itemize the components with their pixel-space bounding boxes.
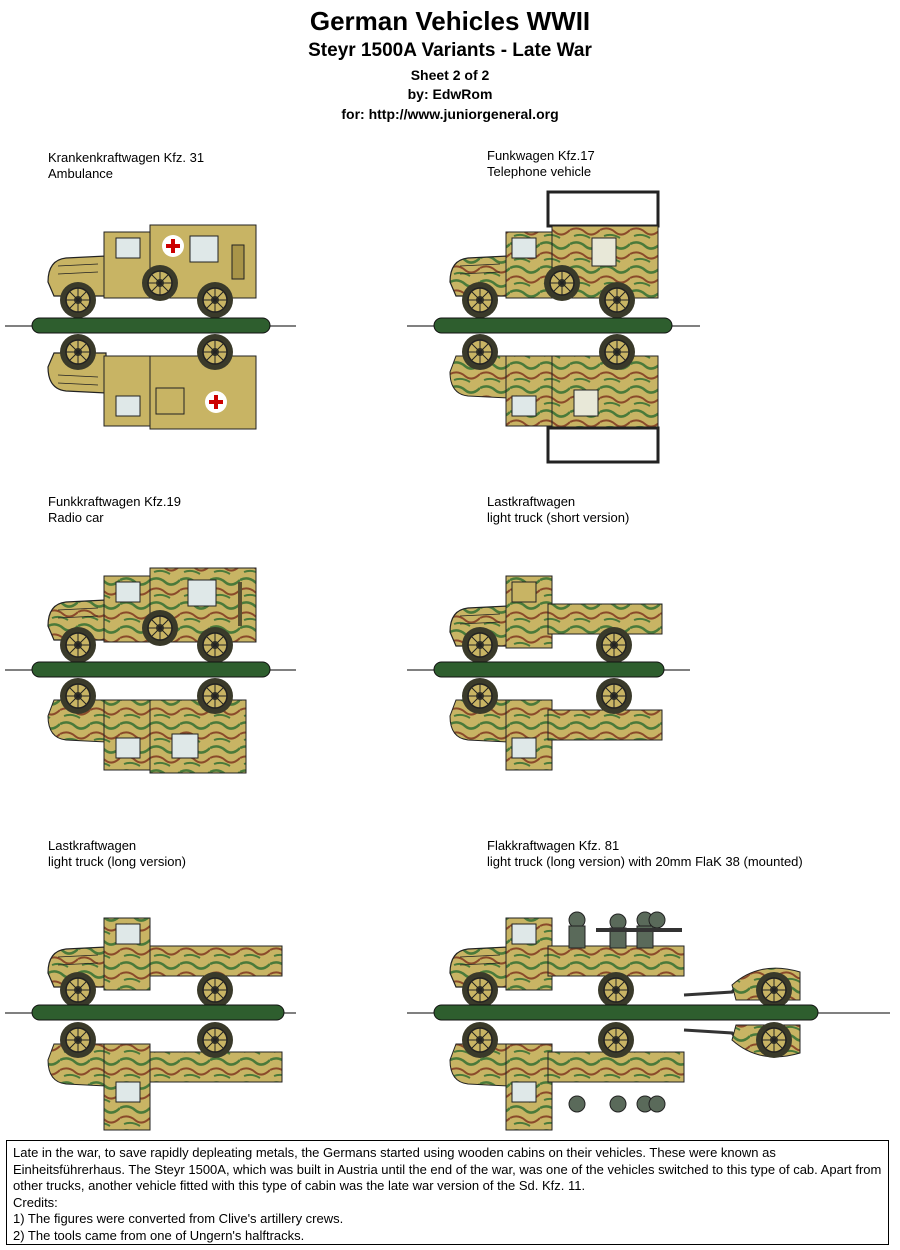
ambulance-side-view (47, 224, 257, 319)
vehicle-name: Funkkraftwagen Kfz.19 (48, 494, 181, 509)
sheet-site: for: http://www.juniorgeneral.org (341, 106, 559, 122)
short-truck-side-view (449, 575, 663, 664)
vehicle-caption-radio: Funkkraftwagen Kfz.19 Radio car (48, 494, 181, 526)
vehicle-caption-short-truck: Lastkraftwagen light truck (short versio… (487, 494, 629, 526)
vehicle-desc: light truck (short version) (487, 510, 630, 525)
vehicle-caption-ambulance: Krankenkraftwagen Kfz. 31 Ambulance (48, 150, 204, 182)
flak-truck-mirror-view (449, 1021, 801, 1131)
vehicle-desc: light truck (long version) with 20mm Fla… (487, 854, 803, 869)
flak-truck-base (407, 1004, 890, 1021)
vehicle-name: Lastkraftwagen (487, 494, 576, 509)
vehicle-caption-telephone: Funkwagen Kfz.17 Telephone vehicle (487, 148, 595, 180)
vehicle-desc: Radio car (48, 510, 104, 525)
sheet-number: Sheet 2 of 2 (410, 67, 490, 83)
vehicle-name: Lastkraftwagen (48, 838, 137, 853)
vehicle-desc: light truck (long version) (48, 854, 186, 869)
radio-car-base (5, 661, 296, 678)
ambulance-base (5, 317, 296, 334)
radio-car-side-view (47, 567, 257, 664)
telephone-vehicle-base (407, 317, 700, 334)
sheet-subtitle: Steyr 1500A Variants - Late War (308, 40, 592, 61)
long-truck-side-view (47, 917, 283, 1009)
credit-item: 1) The figures were converted from Clive… (13, 1211, 344, 1226)
vehicle-caption-flak-truck: Flakkraftwagen Kfz. 81 light truck (long… (487, 838, 803, 870)
telephone-vehicle-mirror-view (449, 333, 660, 464)
radio-car-mirror-view (47, 677, 247, 774)
short-truck-base (407, 661, 690, 678)
ambulance-mirror-view (47, 333, 257, 430)
notes-box: Late in the war, to save rapidly depleat… (6, 1140, 889, 1245)
vehicle-desc: Ambulance (48, 166, 114, 181)
vehicle-illustrations (5, 190, 890, 1131)
long-truck-mirror-view (47, 1021, 283, 1131)
sheet-author: by: EdwRom (407, 86, 493, 102)
credits-label: Credits: (13, 1194, 58, 1210)
vehicle-name: Funkwagen Kfz.17 (487, 148, 595, 163)
long-truck-base (5, 1004, 296, 1021)
short-truck-mirror-view (449, 677, 663, 771)
vehicle-desc: Telephone vehicle (487, 164, 592, 179)
vehicle-name: Flakkraftwagen Kfz. 81 (487, 838, 620, 853)
vehicle-name: Krankenkraftwagen Kfz. 31 (48, 150, 205, 165)
vehicle-caption-long-truck: Lastkraftwagen light truck (long version… (48, 838, 186, 870)
telephone-vehicle-side-view (449, 190, 660, 319)
notes-paragraph: Late in the war, to save rapidly depleat… (13, 1145, 882, 1193)
credit-item: 2) The tools came from one of Ungern's h… (13, 1227, 305, 1243)
sheet-title: German Vehicles WWII (309, 6, 591, 36)
flak-truck-side-view (449, 911, 801, 1009)
